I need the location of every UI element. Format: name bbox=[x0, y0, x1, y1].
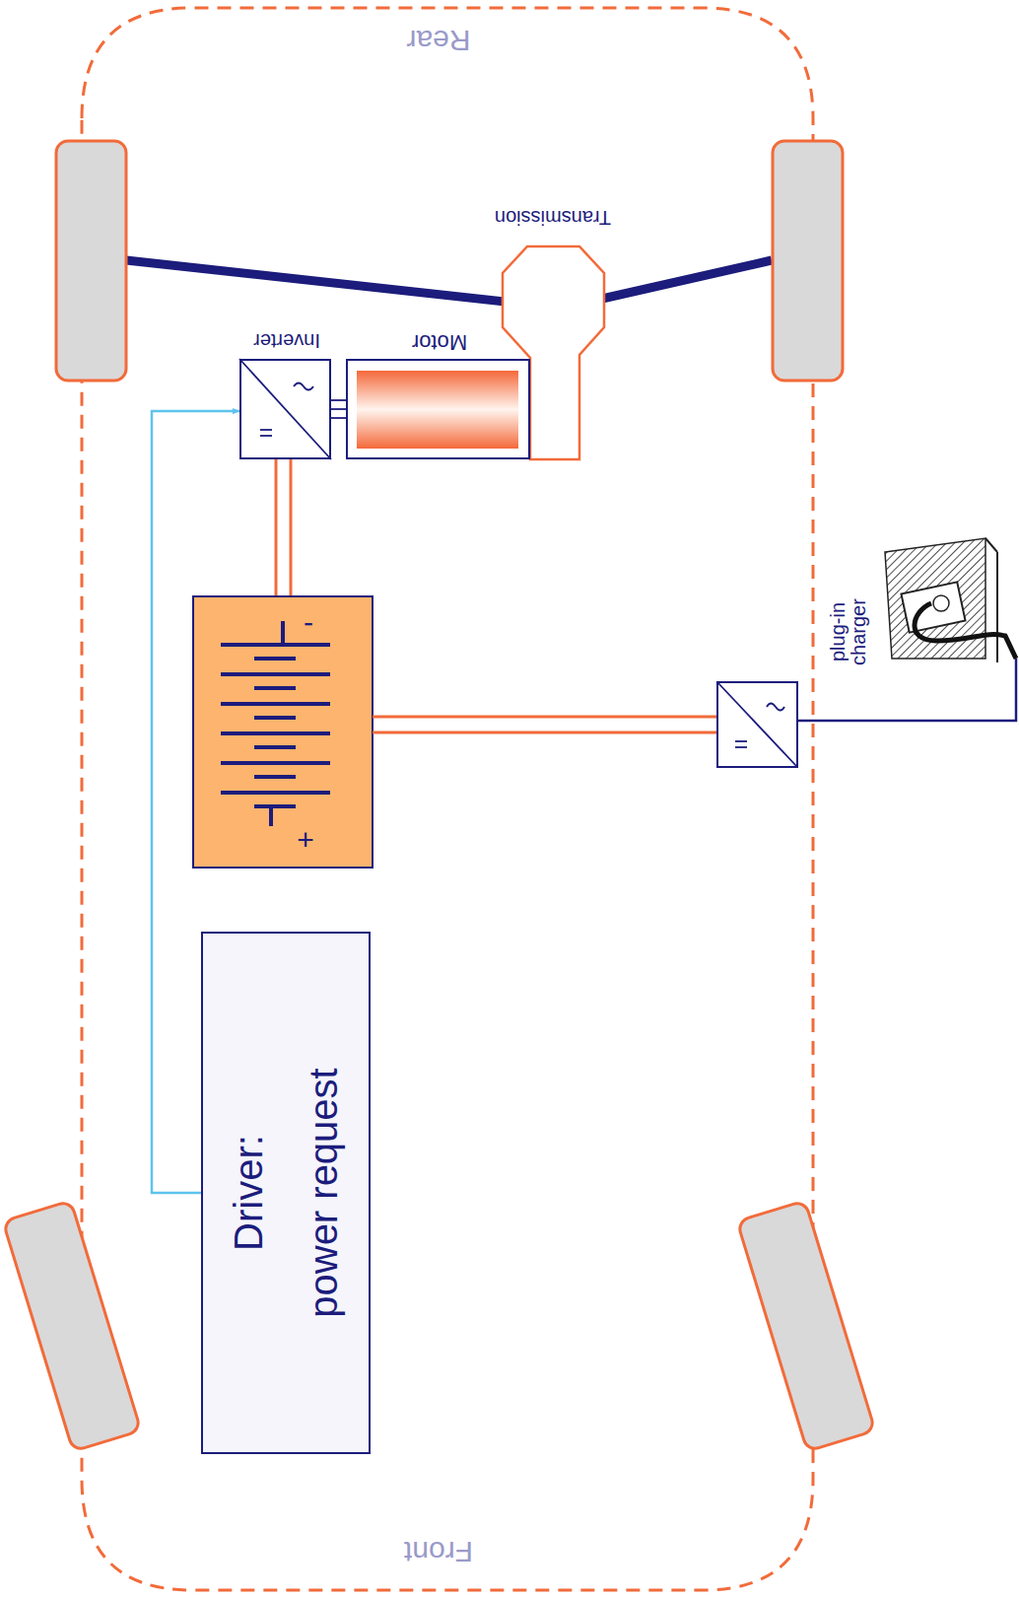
wheel bbox=[772, 140, 843, 381]
wheel bbox=[737, 1200, 876, 1451]
phase-cables bbox=[331, 407, 346, 410]
grid-cable bbox=[797, 658, 1017, 721]
terminal-minus: - bbox=[303, 610, 314, 642]
battery-pack bbox=[193, 596, 373, 868]
wheel bbox=[2, 1200, 141, 1451]
node-label: Inverter bbox=[253, 329, 321, 352]
car-outline bbox=[81, 7, 814, 1590]
rear-label: Rear bbox=[406, 24, 471, 57]
node-label: Transmission bbox=[494, 205, 612, 229]
node-body: power request bbox=[285, 1067, 361, 1317]
node-heading: Driver: bbox=[210, 1134, 286, 1251]
wheel bbox=[56, 140, 127, 381]
hv-cable bbox=[274, 459, 278, 597]
converter-symbol bbox=[717, 681, 798, 767]
hv-cable bbox=[289, 459, 293, 597]
rear-axle bbox=[126, 260, 505, 302]
node-label: Motor bbox=[411, 329, 468, 355]
charge-cable bbox=[372, 715, 718, 719]
charger-label: plug-in charger bbox=[827, 597, 870, 667]
rear-axle bbox=[602, 260, 772, 299]
battery-cells bbox=[220, 620, 331, 826]
transmission-housing: Transmission bbox=[502, 246, 605, 362]
phase-cable bbox=[331, 399, 346, 402]
converter-symbol bbox=[239, 358, 332, 460]
motor-core bbox=[356, 370, 519, 449]
inverter-box: Inverter bbox=[239, 358, 332, 460]
front-label: Front bbox=[404, 1535, 474, 1567]
transmission-outline bbox=[502, 246, 605, 362]
charge-cable bbox=[372, 731, 718, 735]
charger-converter bbox=[717, 681, 798, 767]
driver-box: Driver:power request bbox=[201, 931, 371, 1454]
phase-cable bbox=[331, 416, 346, 419]
motor-box: Motor bbox=[345, 358, 531, 460]
wall-socket bbox=[884, 538, 1017, 663]
terminal-plus: + bbox=[296, 823, 315, 856]
